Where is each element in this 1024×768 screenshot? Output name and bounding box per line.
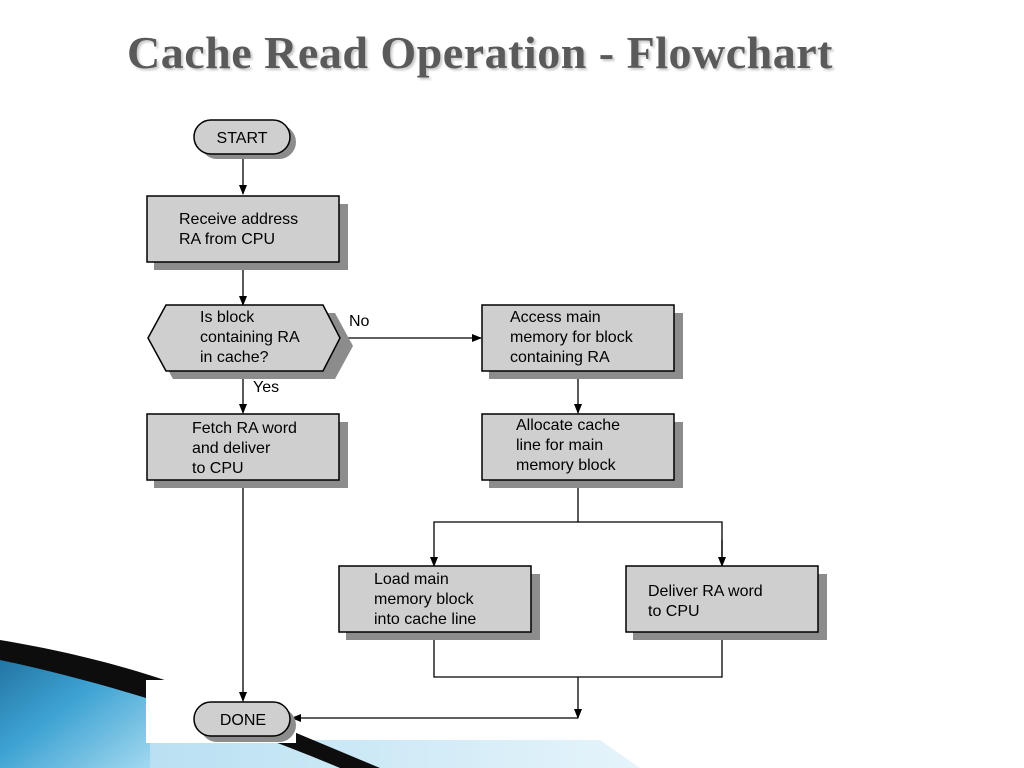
load-line-1: Load main <box>374 571 449 588</box>
page-title: Cache Read Operation - Flowchart <box>127 27 833 78</box>
load-line-2: memory block <box>374 591 475 608</box>
decision-line-1: Is block <box>200 309 255 326</box>
allocate-cache-line-box: Allocate cache line for main memory bloc… <box>481 413 683 488</box>
decision-in-cache: Is block containing RA in cache? <box>147 304 353 379</box>
allocate-line-3: memory block <box>516 457 617 474</box>
start-label: START <box>217 130 268 147</box>
deliver-ra-word-box: Deliver RA word to CPU <box>625 565 827 640</box>
access-line-2: memory for block <box>510 329 634 346</box>
receive-address-box: Receive address RA from CPU <box>146 195 348 270</box>
deliver-line-2: to CPU <box>648 603 700 620</box>
load-memory-block-box: Load main memory block into cache line <box>338 565 540 640</box>
done-terminal: DONE <box>193 701 296 742</box>
fetch-line-3: to CPU <box>192 460 244 477</box>
edge-allocate-deliver <box>578 521 723 566</box>
swoosh-blue-shape <box>0 648 160 768</box>
done-label: DONE <box>220 712 266 729</box>
access-line-3: containing RA <box>510 349 610 366</box>
load-line-3: into cache line <box>374 611 476 628</box>
access-line-1: Access main <box>510 309 601 326</box>
yes-edge-label: Yes <box>253 379 279 396</box>
no-edge-label: No <box>349 313 370 330</box>
allocate-line-2: line for main <box>516 437 603 454</box>
access-main-memory-box: Access main memory for block containing … <box>481 304 683 379</box>
decision-line-3: in cache? <box>200 349 269 366</box>
swoosh-light-shape <box>150 740 640 768</box>
receive-line-2: RA from CPU <box>179 231 275 248</box>
start-terminal: START <box>193 119 296 159</box>
allocate-line-1: Allocate cache <box>516 417 620 434</box>
fetch-line-1: Fetch RA word <box>192 420 297 437</box>
decision-line-2: containing RA <box>200 329 300 346</box>
deliver-line-1: Deliver RA word <box>648 583 763 600</box>
edge-allocate-split <box>430 481 579 567</box>
fetch-ra-word-box: Fetch RA word and deliver to CPU <box>146 413 348 488</box>
receive-line-1: Receive address <box>179 211 298 228</box>
fetch-line-2: and deliver <box>192 440 271 457</box>
